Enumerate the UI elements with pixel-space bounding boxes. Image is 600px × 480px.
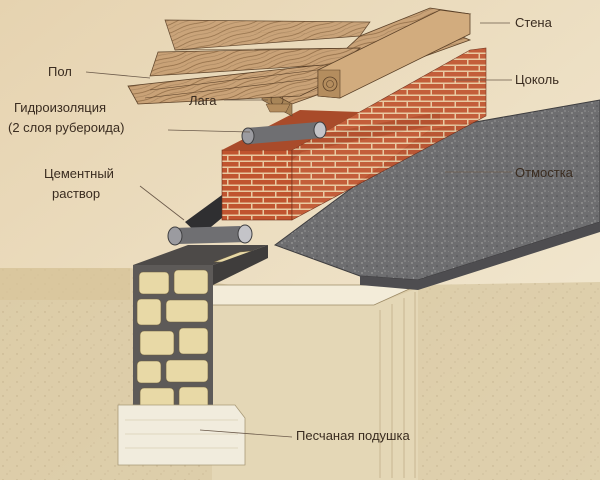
label-waterproofing-line1: Гидроизоляция	[14, 100, 107, 115]
label-waterproofing-line2: (2 слоя рубероида)	[8, 120, 125, 135]
plinth-side	[291, 47, 487, 221]
plinth-front	[221, 149, 293, 221]
label-plinth: Цоколь	[515, 72, 559, 87]
sand-cushion	[117, 404, 246, 466]
label-wall: Стена	[515, 15, 552, 30]
leader-lines	[85, 22, 512, 438]
label-floor: Пол	[48, 64, 72, 79]
foundation-side	[213, 245, 268, 285]
label-mortar-line1: Цементный	[44, 166, 114, 181]
blind-area-edge	[360, 222, 600, 290]
label-blind-area: Отмостка	[515, 165, 573, 180]
floor-board-left	[164, 19, 371, 51]
foundation-top	[133, 245, 268, 265]
label-sand-cushion: Песчаная подушка	[296, 428, 410, 443]
foundation-stones	[136, 269, 209, 412]
ruberoid-roll-lower	[167, 224, 253, 246]
label-mortar-line2: раствор	[52, 186, 101, 201]
trench-side-wall	[212, 288, 418, 480]
left-soil-cut	[0, 268, 130, 300]
label-joist: Лага	[189, 93, 217, 108]
